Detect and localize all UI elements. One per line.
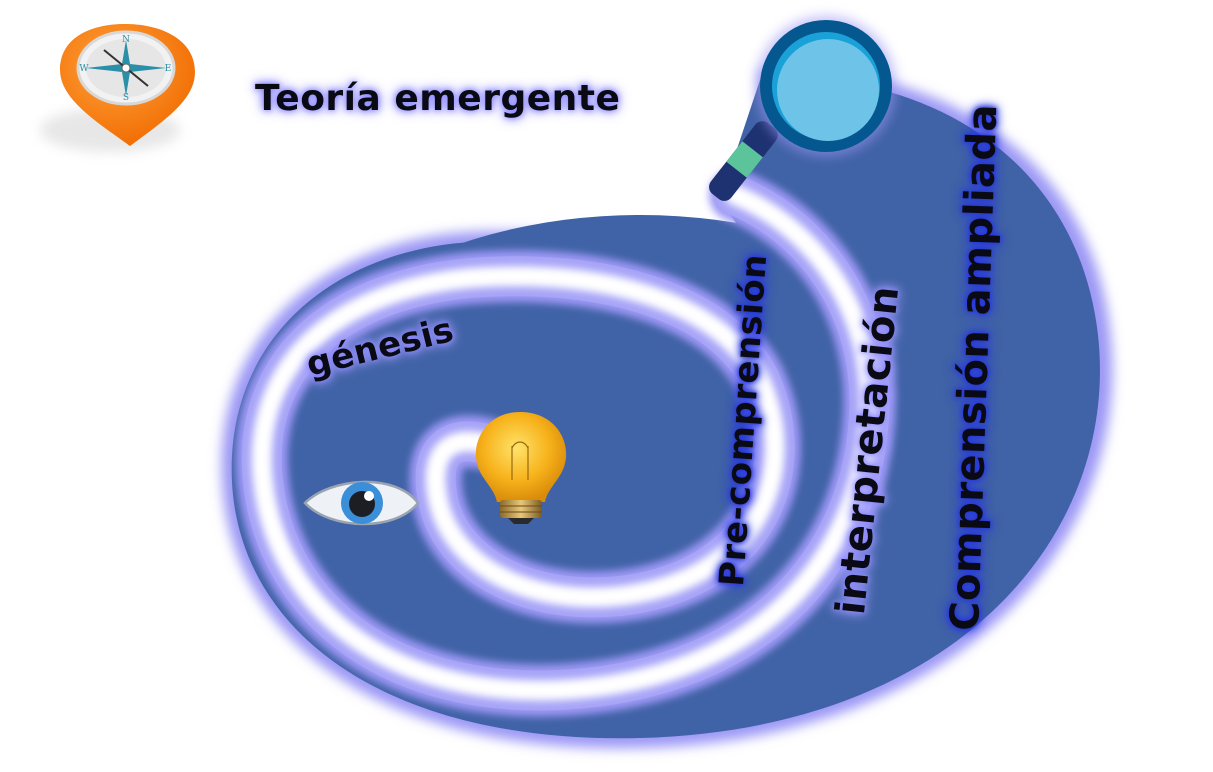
magnifying-glass-icon xyxy=(709,16,896,201)
svg-text:N: N xyxy=(122,35,130,45)
svg-text:S: S xyxy=(123,93,129,103)
svg-text:E: E xyxy=(165,64,172,74)
light-bulb-icon xyxy=(475,412,567,524)
spiral-body-top-right xyxy=(720,79,1098,400)
spiral-path-core xyxy=(251,185,880,701)
compass-map-pin-icon: N S W E xyxy=(40,24,195,152)
svg-text:W: W xyxy=(79,64,89,74)
eye-icon xyxy=(303,480,420,526)
diagram-title: Teoría emergente xyxy=(255,78,621,119)
